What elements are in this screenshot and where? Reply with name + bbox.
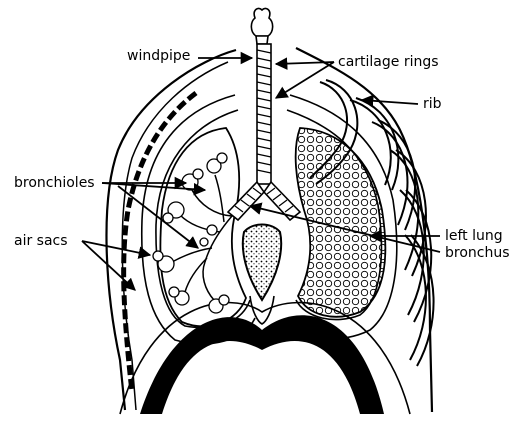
- label-windpipe: windpipe: [127, 48, 190, 64]
- bronchiole-tree: [172, 175, 232, 300]
- heart: [243, 225, 281, 301]
- larynx: [251, 8, 272, 44]
- label-cartilage-rings: cartilage rings: [338, 54, 439, 70]
- label-left-lung: left lung: [445, 228, 503, 244]
- windpipe-trachea: [257, 44, 271, 184]
- left-lung-tissue: [296, 128, 386, 317]
- diaphragm: [140, 315, 384, 414]
- label-bronchioles: bronchioles: [14, 175, 95, 191]
- label-air-sacs: air sacs: [14, 233, 68, 249]
- label-bronchus: bronchus: [445, 245, 510, 261]
- label-rib: rib: [423, 96, 442, 112]
